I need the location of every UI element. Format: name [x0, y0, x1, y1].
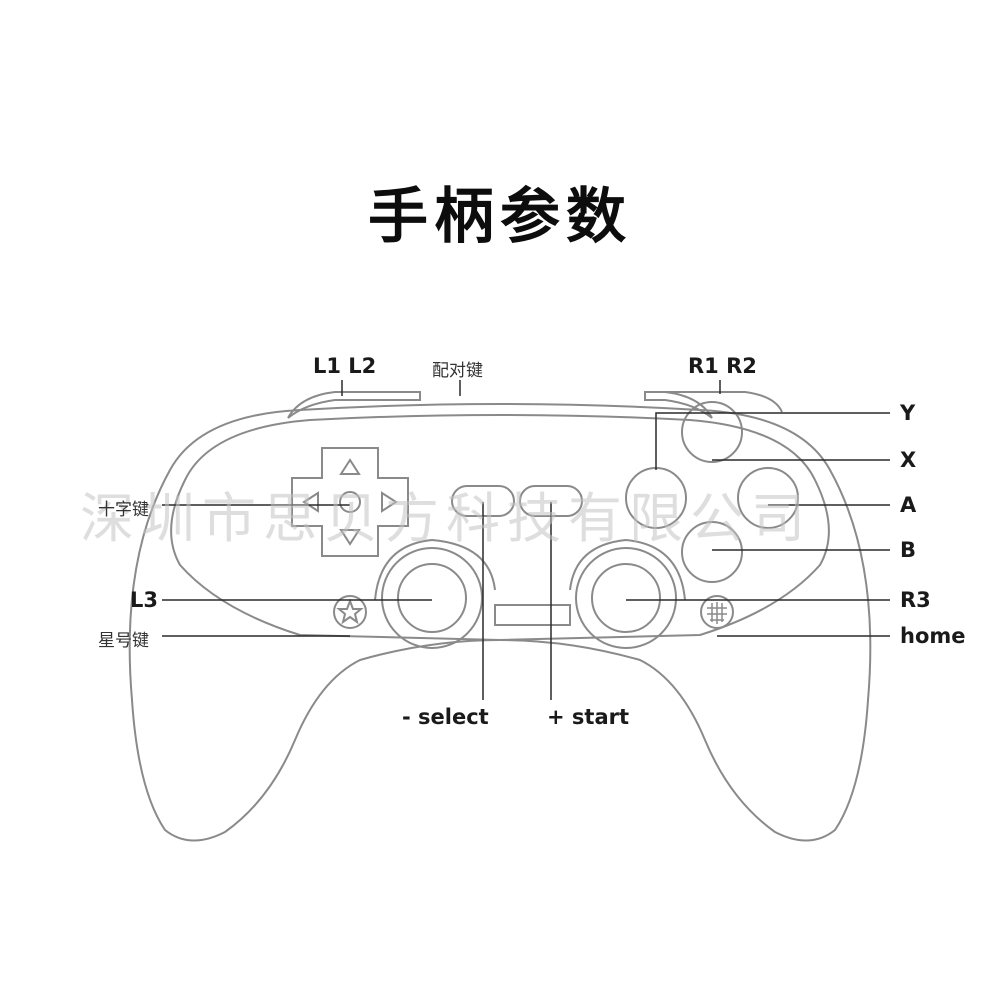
label-pair-button: 配对键: [432, 361, 483, 381]
button-y: [625, 467, 687, 529]
label-l1-l2: L1 L2: [313, 354, 377, 378]
label-dpad: 十字键: [98, 500, 149, 520]
button-x: [681, 401, 743, 463]
label-select: - select: [402, 705, 489, 729]
right-stick: [575, 547, 677, 649]
label-y: Y: [900, 401, 916, 425]
button-a: [737, 467, 799, 529]
label-r1-r2: R1 R2: [688, 354, 757, 378]
home-button: [700, 595, 734, 629]
label-start: + start: [547, 705, 630, 729]
label-a: A: [900, 493, 917, 517]
label-home: home: [900, 624, 966, 648]
right-bumper: [644, 391, 713, 419]
controller-face: [170, 414, 830, 642]
label-star-button: 星号键: [98, 631, 149, 651]
label-r3: R3: [900, 588, 931, 612]
dpad: [291, 447, 409, 557]
label-b: B: [900, 538, 917, 562]
controller-body: [128, 403, 872, 842]
left-bumper: [287, 391, 421, 419]
page-title: 手柄参数: [368, 182, 632, 252]
label-l3: L3: [130, 588, 158, 612]
label-x: X: [900, 448, 917, 472]
star-button: [333, 595, 367, 629]
button-b: [681, 521, 743, 583]
left-stick: [381, 547, 483, 649]
